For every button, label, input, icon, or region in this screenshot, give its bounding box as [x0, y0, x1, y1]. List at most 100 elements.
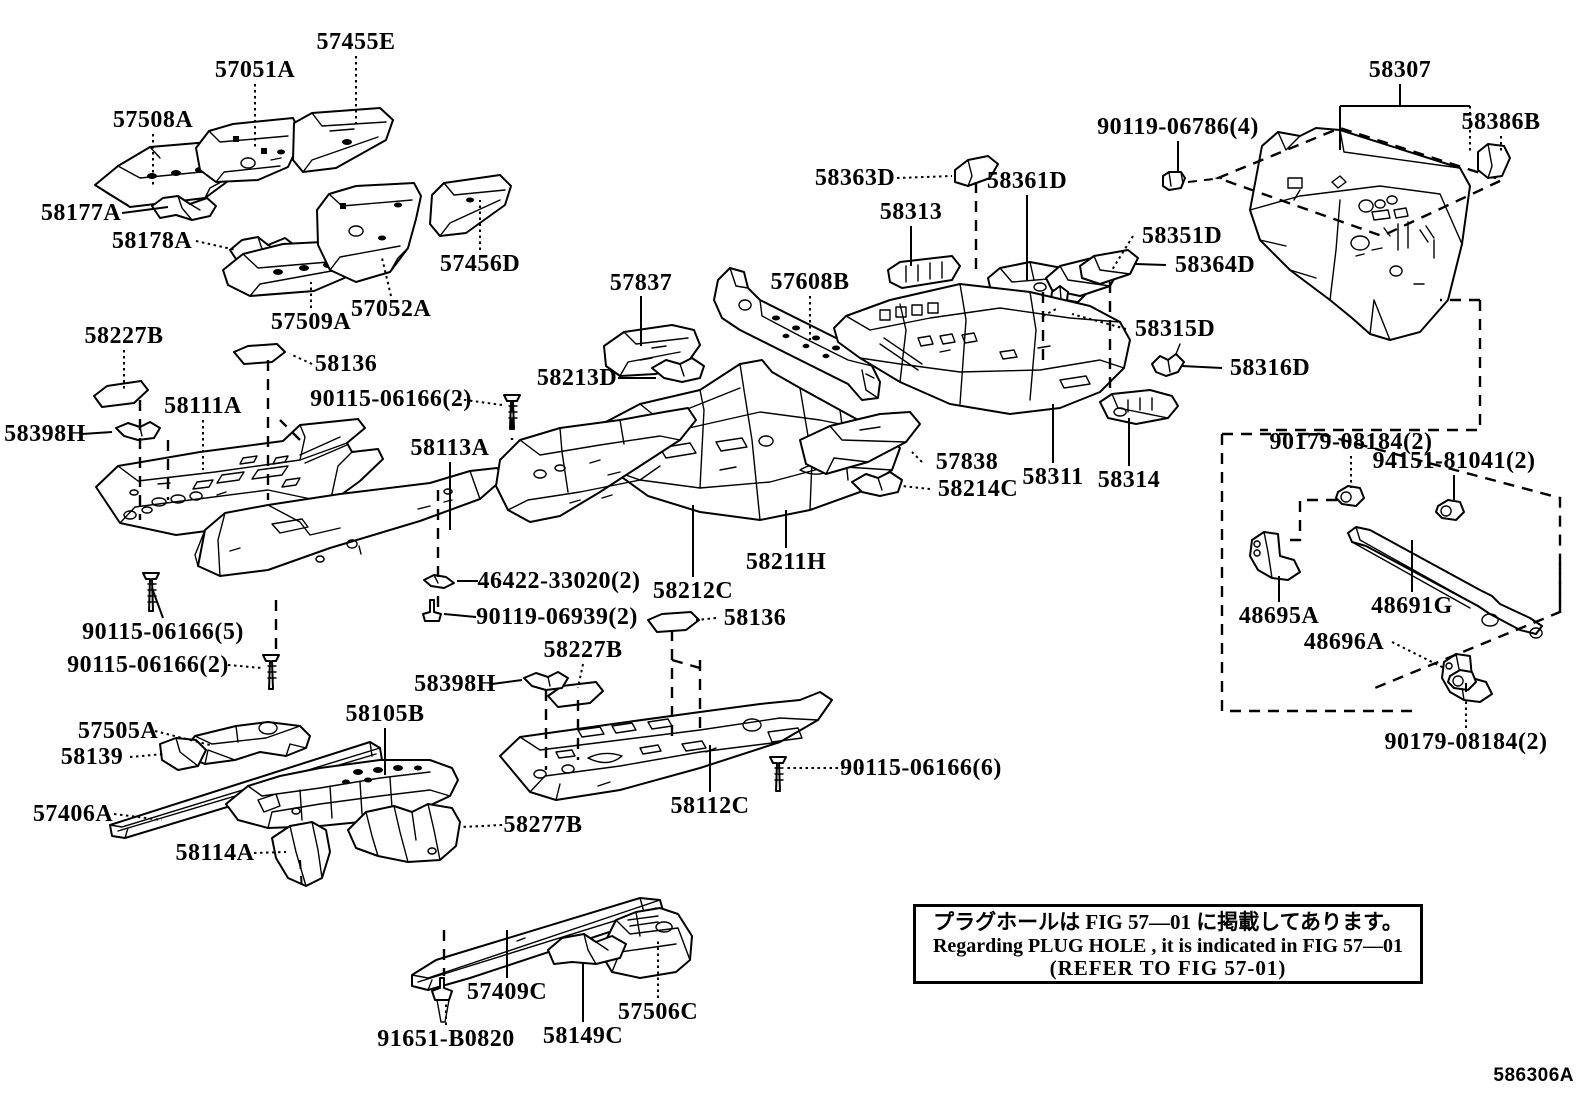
- part-label-90119067864: 90119-06786(4): [1097, 114, 1259, 140]
- part-57455E: [292, 107, 394, 173]
- part-label-58361D: 58361D: [986, 168, 1068, 194]
- part-label-90179081842: 90179-08184(2): [1384, 729, 1548, 755]
- part-58386B: [1477, 143, 1511, 179]
- part-label-58136: 58136: [314, 351, 378, 377]
- part-58213D: [651, 357, 705, 383]
- part-label-90115061662: 90115-06166(2): [67, 652, 229, 678]
- part-label-58111A: 58111A: [164, 393, 242, 419]
- part-57051A: [195, 117, 300, 183]
- part-57838: [799, 411, 921, 475]
- part-label-58314: 58314: [1097, 467, 1161, 493]
- part-label-90115061665: 90115-06166(5): [82, 619, 244, 645]
- part-label-58136: 58136: [723, 605, 787, 631]
- part-label-90115061662: 90115-06166(2): [310, 386, 472, 412]
- part-57456D: [429, 174, 512, 237]
- part-58364D: [1079, 249, 1139, 285]
- part-label-58214C: 58214C: [937, 476, 1019, 502]
- part-label-57051A: 57051A: [214, 57, 296, 83]
- part-label-48691G: 48691G: [1371, 593, 1453, 619]
- part-48695A: [1249, 531, 1301, 581]
- part-label-58113A: 58113A: [410, 435, 490, 461]
- part-58177A: [151, 195, 217, 221]
- note-line-reference: (REFER TO FIG 57-01): [1049, 955, 1287, 980]
- figure-id: 586306A: [1493, 1065, 1574, 1086]
- leader-lines: [81, 56, 1502, 1025]
- part-58112C: [499, 691, 833, 801]
- part-58149C: [547, 933, 627, 965]
- part-58307: [1214, 126, 1506, 432]
- note-line-english: Regarding PLUG HOLE , it is indicated in…: [932, 934, 1404, 957]
- part-58314: [1099, 389, 1179, 425]
- fastener-90115-06166-6: [769, 756, 787, 792]
- part-58316D: [1151, 343, 1185, 377]
- part-57409C: [411, 897, 665, 991]
- part-label-58277B: 58277B: [503, 812, 583, 838]
- fastener-90119-06786: [1162, 171, 1186, 191]
- part-label-58227B: 58227B: [543, 637, 623, 663]
- part-58211H: [595, 359, 901, 521]
- part-label-58386B: 58386B: [1461, 109, 1541, 135]
- part-58136-lower: [647, 611, 700, 633]
- part-label-58307: 58307: [1368, 57, 1432, 83]
- part-label-57509A: 57509A: [270, 309, 352, 335]
- part-label-58316D: 58316D: [1229, 355, 1311, 381]
- part-58363D: [954, 155, 999, 187]
- part-58114A: [271, 821, 331, 891]
- part-label-58398H: 58398H: [4, 421, 86, 447]
- part-label-57406A: 57406A: [32, 801, 114, 827]
- part-label-57837: 57837: [609, 270, 673, 296]
- part-label-58177A: 58177A: [40, 200, 122, 226]
- part-label-58105B: 58105B: [345, 701, 425, 727]
- part-label-48696A: 48696A: [1303, 629, 1385, 655]
- part-label-90119069392: 90119-06939(2): [476, 604, 638, 630]
- part-48691G: [1347, 526, 1543, 639]
- part-58398H-upper: [115, 421, 161, 441]
- part-58277B: [347, 803, 461, 863]
- fastener-90119-06939: [422, 599, 442, 622]
- part-58136-upper: [233, 343, 286, 365]
- part-label-91651B0820: 91651-B0820: [377, 1026, 515, 1052]
- part-label-57508A: 57508A: [112, 107, 194, 133]
- fastener-90179-08184-upper: [1335, 485, 1365, 507]
- note-line-japanese: プラグホールは FIG 57—01 に掲載してあります。: [933, 910, 1403, 934]
- part-57505A: [179, 721, 311, 765]
- part-58214C: [851, 471, 903, 497]
- fastener-90179-08184-lower: [1447, 669, 1477, 691]
- part-label-58364D: 58364D: [1174, 252, 1256, 278]
- part-label-58149C: 58149C: [542, 1023, 624, 1049]
- part-46422-33020: [423, 574, 455, 589]
- part-label-58212C: 58212C: [652, 578, 734, 604]
- part-label-57505A: 57505A: [77, 718, 159, 744]
- fastener-90115-06166-2-left: [262, 654, 280, 690]
- part-label-58313: 58313: [879, 199, 943, 225]
- part-label-57409C: 57409C: [466, 979, 548, 1005]
- part-label-57052A: 57052A: [350, 296, 432, 322]
- part-label-90179081842: 90179-08184(2): [1269, 429, 1433, 455]
- part-label-58227B: 58227B: [84, 323, 164, 349]
- part-label-57838: 57838: [935, 449, 999, 475]
- part-label-58139: 58139: [60, 744, 124, 770]
- part-label-58315D: 58315D: [1134, 316, 1216, 342]
- part-58398H-lower: [523, 671, 569, 691]
- part-label-58363D: 58363D: [814, 165, 896, 191]
- part-label-58114A: 58114A: [175, 840, 255, 866]
- part-label-57456D: 57456D: [439, 251, 521, 277]
- part-label-58178A: 58178A: [111, 228, 193, 254]
- part-58139: [159, 737, 207, 771]
- part-label-58398H: 58398H: [414, 671, 496, 697]
- part-label-90115061666: 90115-06166(6): [840, 755, 1002, 781]
- fastener-90115-06166-5: [142, 572, 160, 612]
- part-label-58311: 58311: [1022, 464, 1084, 490]
- part-57608B: [713, 267, 881, 401]
- part-label-48695A: 48695A: [1238, 603, 1320, 629]
- part-58313: [887, 255, 961, 289]
- part-57052A: [316, 182, 422, 283]
- part-label-58351D: 58351D: [1141, 223, 1223, 249]
- part-58212C: [495, 407, 697, 523]
- part-label-58112C: 58112C: [670, 793, 750, 819]
- fastener-94151-81041: [1435, 499, 1465, 521]
- plug-hole-note-box: プラグホールは FIG 57—01 に掲載してあります。 Regarding P…: [913, 904, 1423, 984]
- part-57506C: [599, 907, 693, 979]
